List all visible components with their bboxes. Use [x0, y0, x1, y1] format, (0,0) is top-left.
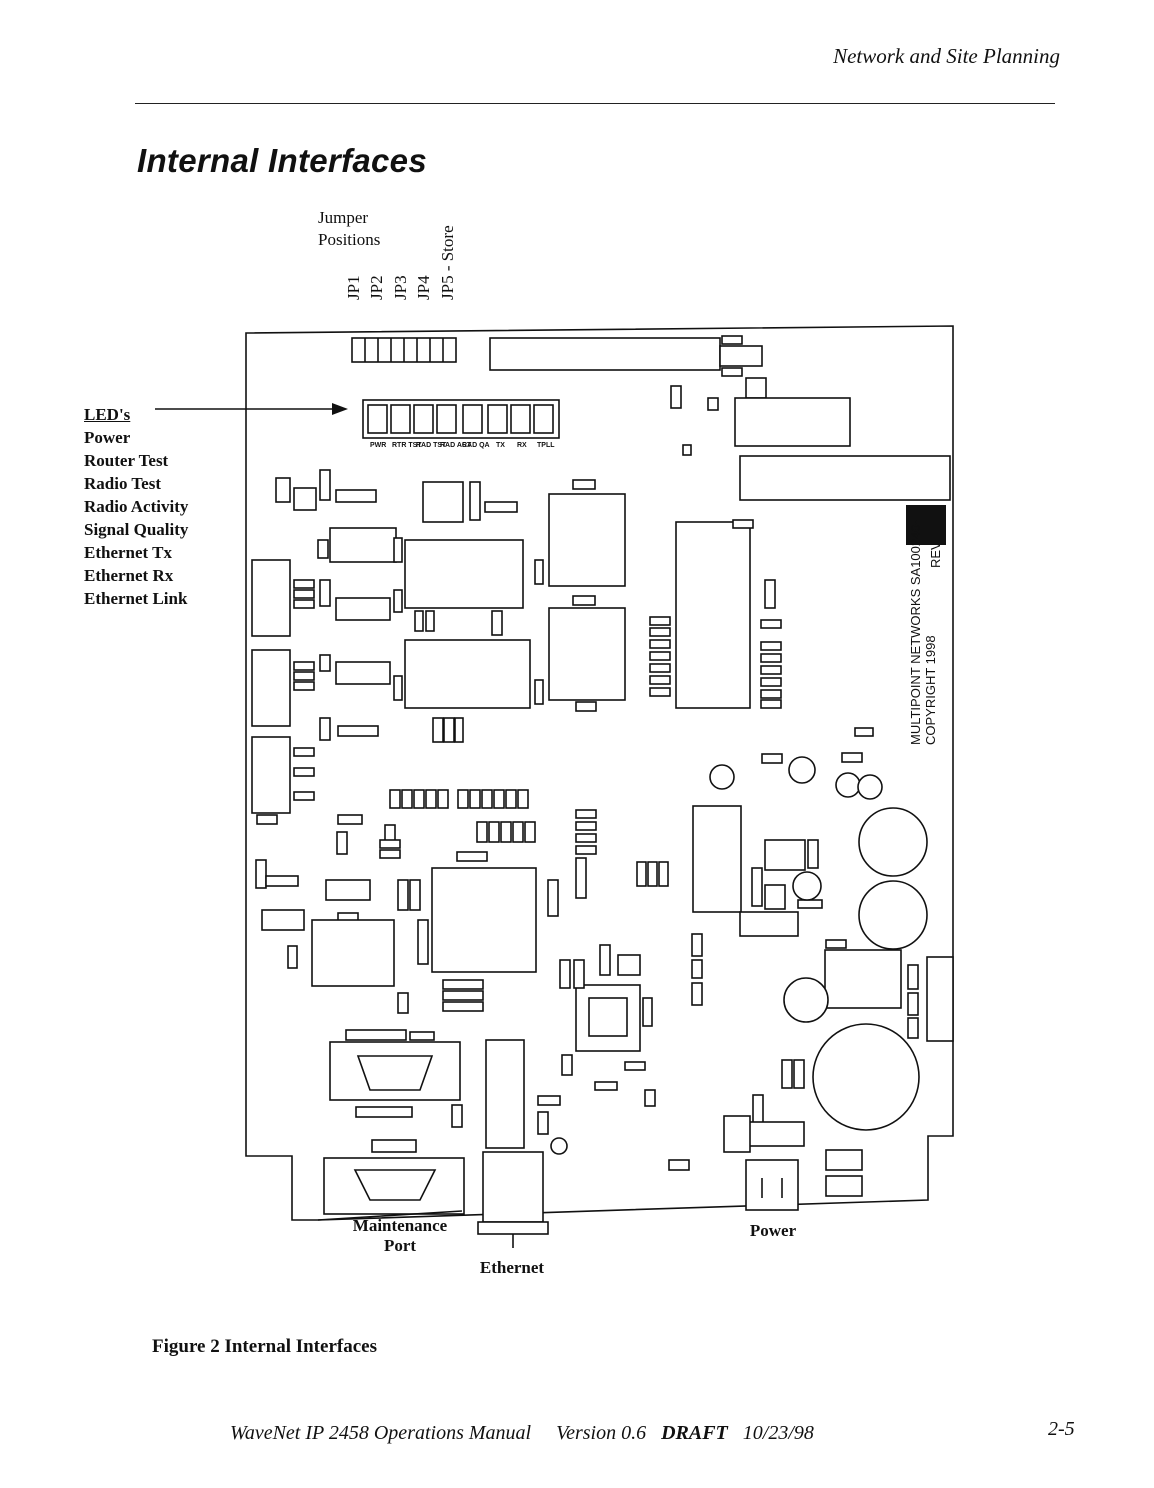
led-strip-label-rtr-tst: RTR TST [392, 442, 422, 449]
led-strip-label-pwr: PWR [370, 442, 386, 449]
left-connector-2 [251, 649, 291, 727]
led-legend: LED's Power Router Test Radio Test Radio… [84, 403, 188, 610]
page-footer: WaveNet IP 2458 Operations Manual Versio… [230, 1422, 814, 1445]
jumper-positions-caption: Jumper Positions [318, 207, 380, 251]
led-strip-label-rx: RX [517, 442, 527, 449]
led-strip-label-rad-qa: RAD QA [462, 442, 490, 449]
footer-version: Version 0.6 [556, 1422, 647, 1444]
power-connector [745, 1159, 799, 1211]
capacitor-c48 [858, 880, 928, 950]
db9-upper [329, 1041, 461, 1101]
ic-u7 [404, 639, 531, 709]
led-item-radio-test: Radio Test [84, 474, 161, 493]
figure-caption: Figure 2 Internal Interfaces [152, 1336, 377, 1357]
inductor-l1 [692, 805, 742, 913]
callout-maintenance-line-1: Maintenance [352, 1216, 448, 1235]
led-item-ethernet-tx: Ethernet Tx [84, 543, 172, 562]
led-item-router-test: Router Test [84, 451, 169, 470]
board-outline [245, 325, 954, 1221]
jumper-caption-line-2: Positions [318, 230, 381, 249]
led-item-ethernet-rx: Ethernet Rx [84, 566, 174, 585]
module-right-top [734, 397, 851, 447]
silkscreen-multipoint: MULTIPOINT NETWORKS SA100240- [908, 520, 923, 745]
power-terminal [926, 956, 954, 1042]
section-header: Network and Site Planning [833, 44, 1060, 68]
led-item-signal-quality: Signal Quality [84, 520, 189, 539]
maintenance-callout-line [317, 1210, 463, 1221]
led-arrow-head [332, 403, 348, 415]
page-title: Internal Interfaces [137, 142, 427, 179]
led-item-ethernet-link: Ethernet Link [84, 589, 188, 608]
led-strip [362, 399, 560, 439]
plcc-chip-1 [548, 493, 626, 587]
left-connector-1 [251, 559, 291, 637]
jumper-caption-line-1: Jumper [318, 208, 369, 227]
footer-date: 10/23/98 [742, 1422, 814, 1444]
ic-u16 [422, 481, 464, 523]
footer-draft: DRAFT [661, 1422, 728, 1444]
left-connector-3 [251, 736, 291, 814]
ic-u22 [311, 919, 395, 987]
jumper-block [351, 337, 457, 363]
inductor-l2 [824, 949, 902, 1009]
black-component [906, 505, 946, 545]
silkscreen-copyright: COPYRIGHT 1998 [923, 635, 938, 745]
led-strip-label-tx: TX [496, 442, 505, 449]
led-strip-label-tpll: TPLL [537, 442, 555, 449]
plcc-chip-2 [548, 607, 626, 701]
dip-chip-u2 [675, 521, 751, 709]
ethernet-jack [477, 1151, 549, 1248]
resistor-bank [389, 789, 536, 843]
header-rule [135, 103, 1055, 104]
led-legend-heading: LED's [84, 405, 131, 424]
callout-maintenance-port: Maintenance Port [334, 1216, 466, 1256]
callout-ethernet: Ethernet [479, 1258, 545, 1277]
ic-u14 [404, 539, 524, 609]
led-strip-label-rad-act: RAD ACT [440, 442, 472, 449]
header-connector [489, 337, 721, 371]
dip-chip-u9 [485, 1039, 525, 1149]
toroid-inductor [812, 1023, 920, 1131]
db9-maintenance-port [323, 1157, 465, 1215]
module-right-middle [739, 455, 951, 501]
callout-maintenance-line-2: Port [383, 1236, 417, 1255]
led-item-power: Power [84, 428, 131, 447]
led-strip-label-rad-tst: RAD TST [416, 442, 447, 449]
footer-manual-title: WaveNet IP 2458 Operations Manual [230, 1422, 532, 1444]
page-number: 2-5 [1048, 1418, 1075, 1440]
qfp-chip-u8 [431, 867, 537, 973]
callout-power: Power [749, 1221, 797, 1240]
silkscreen-rev: REV [928, 541, 943, 568]
capacitor-c18 [858, 807, 928, 877]
led-item-radio-activity: Radio Activity [84, 497, 189, 516]
